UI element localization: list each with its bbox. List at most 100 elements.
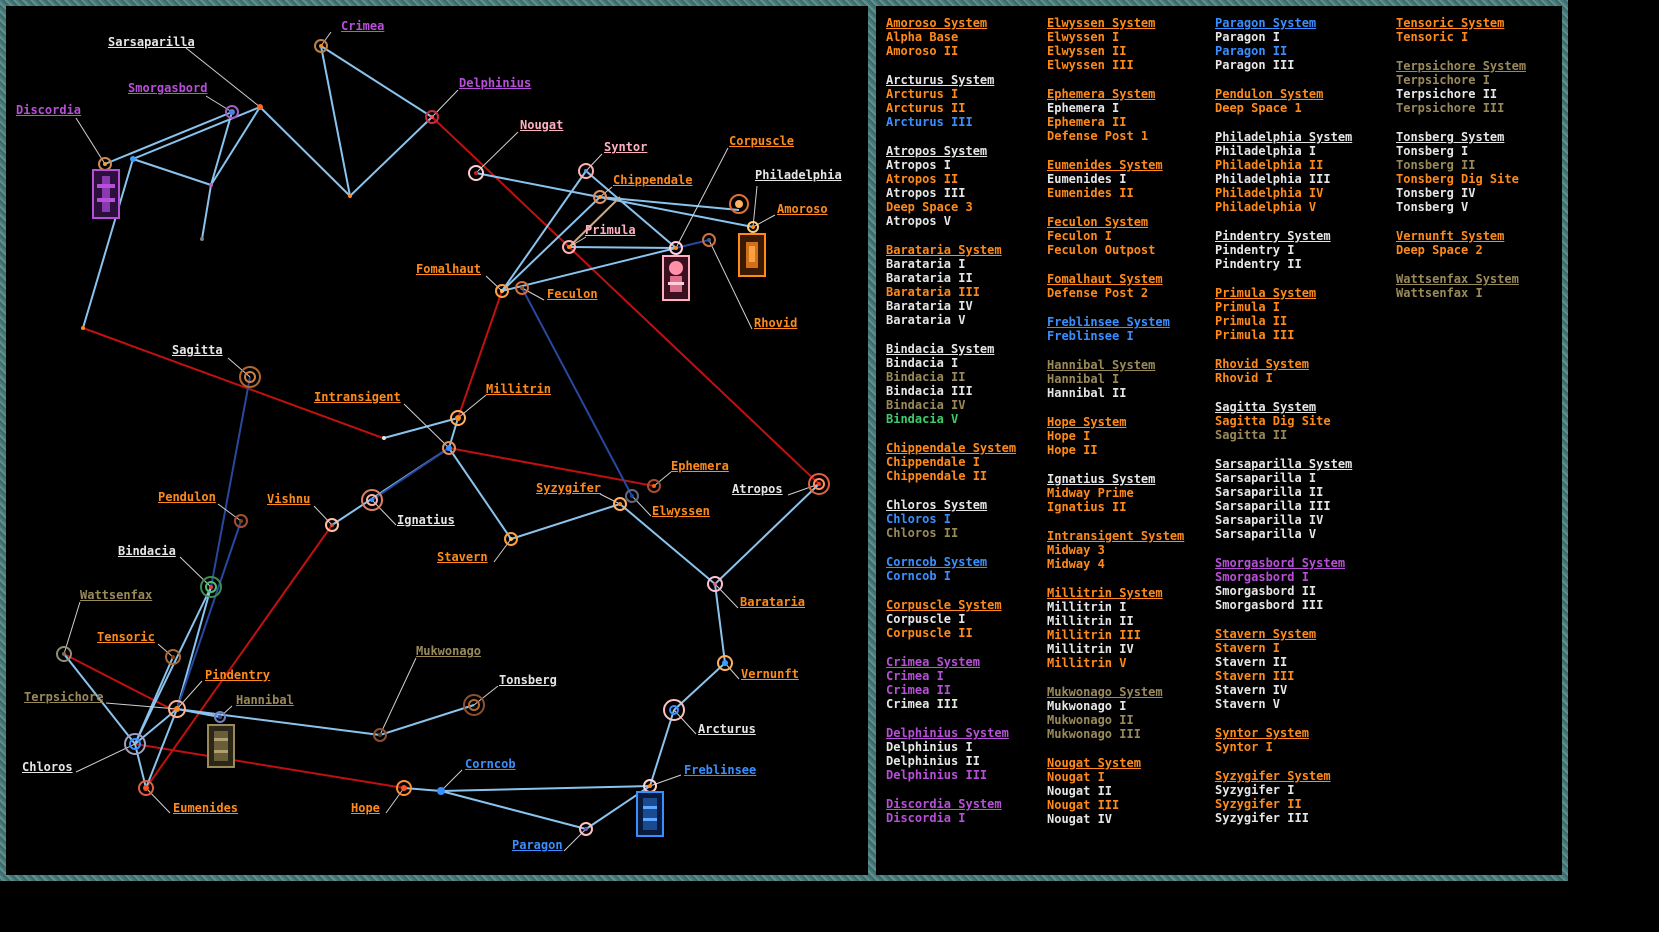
label-barataria[interactable]: Barataria [740,595,806,609]
planet-entry[interactable]: Feculon Outpost [1047,243,1156,257]
planet-entry[interactable]: Rhovid I [1215,371,1273,385]
label-philadelphia[interactable]: Philadelphia [755,168,842,182]
planet-entry[interactable]: Sarsaparilla IV [1215,513,1324,527]
system-heading[interactable]: Paragon System [1215,16,1317,30]
label-fomalhaut[interactable]: Fomalhaut [416,262,482,276]
system-heading[interactable]: Syzygifer System [1215,769,1331,783]
planet-entry[interactable]: Chippendale I [886,455,980,469]
planet-entry[interactable]: Ephemera II [1047,115,1127,129]
planet-entry[interactable]: Wattsenfax I [1396,286,1483,300]
planet-entry[interactable]: Delphinius III [886,768,988,782]
planet-entry[interactable]: Freblinsee I [1047,329,1134,343]
planet-entry[interactable]: Amoroso II [886,44,959,58]
label-eumenides[interactable]: Eumenides [173,801,239,815]
label-amoroso[interactable]: Amoroso [777,202,828,216]
planet-entry[interactable]: Corpuscle II [886,626,973,640]
planet-entry[interactable]: Tonsberg I [1396,144,1469,158]
system-heading[interactable]: Tonsberg System [1396,130,1505,144]
planet-entry[interactable]: Tonsberg Dig Site [1396,172,1519,186]
planet-entry[interactable]: Stavern V [1215,697,1281,711]
planet-entry[interactable]: Barataria V [886,313,966,327]
planet-entry[interactable]: Nougat IV [1047,812,1113,826]
planet-entry[interactable]: Sarsaparilla II [1215,485,1324,499]
system-heading[interactable]: Crimea System [886,655,980,669]
planet-entry[interactable]: Millitrin IV [1047,642,1134,656]
label-sagitta[interactable]: Sagitta [172,343,223,357]
label-syntor[interactable]: Syntor [604,140,648,154]
label-stavern[interactable]: Stavern [437,550,488,564]
label-pendulon[interactable]: Pendulon [158,490,216,504]
planet-entry[interactable]: Philadelphia II [1215,158,1324,172]
system-heading[interactable]: Corpuscle System [886,598,1002,612]
label-vishnu[interactable]: Vishnu [267,492,311,506]
label-millitrin[interactable]: Millitrin [486,382,552,396]
system-heading[interactable]: Syntor System [1215,726,1309,740]
planet-entry[interactable]: Smorgasbord I [1215,570,1309,584]
label-bindacia[interactable]: Bindacia [118,544,176,558]
planet-entry[interactable]: Midway 3 [1047,543,1105,557]
planet-entry[interactable]: Chloros II [886,526,959,540]
system-heading[interactable]: Sarsaparilla System [1215,457,1353,471]
planet-entry[interactable]: Pindentry I [1215,243,1295,257]
planet-entry[interactable]: Hannibal I [1047,372,1120,386]
planet-entry[interactable]: Philadelphia V [1215,200,1317,214]
planet-entry[interactable]: Paragon II [1215,44,1288,58]
planet-entry[interactable]: Tonsberg V [1396,200,1469,214]
label-delphinius[interactable]: Delphinius [459,76,532,90]
planet-entry[interactable]: Crimea III [886,697,959,711]
planet-entry[interactable]: Hannibal II [1047,386,1127,400]
planet-entry[interactable]: Barataria III [886,285,980,299]
label-primula[interactable]: Primula [585,223,636,237]
planet-entry[interactable]: Midway 4 [1047,557,1105,571]
planet-entry[interactable]: Stavern II [1215,655,1288,669]
planet-entry[interactable]: Atropos II [886,172,959,186]
label-feculon[interactable]: Feculon [547,287,598,301]
planet-entry[interactable]: Primula II [1215,314,1288,328]
label-intransigent[interactable]: Intransigent [314,390,401,404]
label-chloros[interactable]: Chloros [22,760,73,774]
planet-entry[interactable]: Philadelphia III [1215,172,1331,186]
planet-entry[interactable]: Nougat III [1047,798,1120,812]
label-ignatius[interactable]: Ignatius [397,513,455,527]
label-chippendale[interactable]: Chippendale [613,173,693,187]
planet-entry[interactable]: Mukwonago III [1047,727,1141,741]
planet-entry[interactable]: Feculon I [1047,229,1113,243]
planet-entry[interactable]: Barataria IV [886,299,973,313]
planet-entry[interactable]: Syntor I [1215,740,1273,754]
planet-entry[interactable]: Syzygifer II [1215,797,1302,811]
planet-entry[interactable]: Mukwonago I [1047,699,1127,713]
label-smorgasbord[interactable]: Smorgasbord [128,81,208,95]
planet-entry[interactable]: Bindacia I [886,356,959,370]
planet-entry[interactable]: Discordia I [886,811,966,825]
system-heading[interactable]: Corncob System [886,555,988,569]
planet-entry[interactable]: Atropos V [886,214,952,228]
system-heading[interactable]: Intransigent System [1047,529,1185,543]
planet-entry[interactable]: Millitrin III [1047,628,1141,642]
planet-entry[interactable]: Delphinius I [886,740,973,754]
planet-entry[interactable]: Sarsaparilla I [1215,471,1317,485]
planet-entry[interactable]: Chippendale II [886,469,988,483]
planet-entry[interactable]: Atropos I [886,158,952,172]
planet-entry[interactable]: Midway Prime [1047,486,1134,500]
system-heading[interactable]: Wattsenfax System [1396,272,1519,286]
planet-entry[interactable]: Barataria I [886,257,966,271]
system-heading[interactable]: Ignatius System [1047,472,1156,486]
label-vernunft[interactable]: Vernunft [741,667,799,681]
planet-entry[interactable]: Nougat II [1047,784,1113,798]
star-map[interactable]: Crimea Sarsaparilla Smorgasbord Discordi… [6,6,868,875]
planet-entry[interactable]: Smorgasbord II [1215,584,1317,598]
label-atropos[interactable]: Atropos [732,482,783,496]
label-hope[interactable]: Hope [351,801,380,815]
system-heading[interactable]: Millitrin System [1047,586,1163,600]
planet-entry[interactable]: Eumenides I [1047,172,1127,186]
label-terpsichore[interactable]: Terpsichore [24,690,104,704]
system-heading[interactable]: Discordia System [886,797,1002,811]
planet-entry[interactable]: Elwyssen III [1047,58,1134,72]
system-heading[interactable]: Sagitta System [1215,400,1317,414]
system-heading[interactable]: Rhovid System [1215,357,1309,371]
system-heading[interactable]: Amoroso System [886,16,988,30]
label-wattsenfax[interactable]: Wattsenfax [80,588,153,602]
planet-entry[interactable]: Philadelphia IV [1215,186,1324,200]
label-elwyssen[interactable]: Elwyssen [652,504,710,518]
planet-entry[interactable]: Barataria II [886,271,973,285]
